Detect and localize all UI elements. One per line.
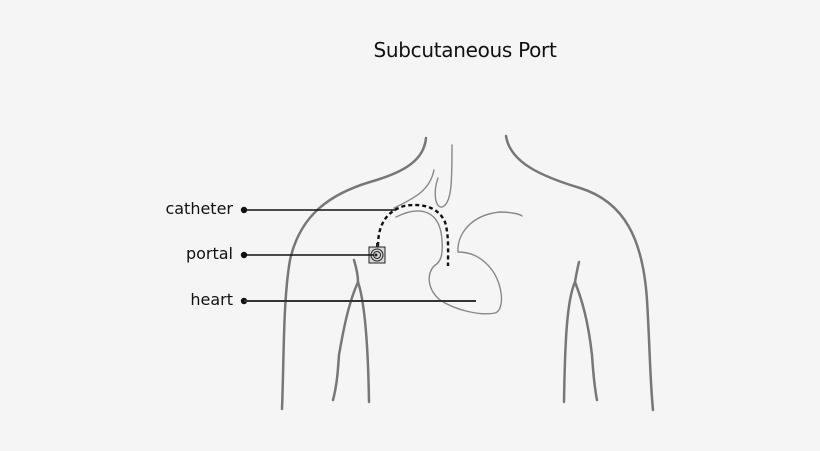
portal-device — [368, 243, 386, 264]
trachea — [434, 144, 453, 208]
vena-cava — [395, 210, 443, 301]
left-inner-arm — [352, 258, 371, 404]
label-heart: heart — [190, 290, 233, 309]
catheter-line — [376, 203, 450, 267]
organs — [393, 144, 523, 315]
left-torso-side — [331, 280, 360, 402]
leader-lines — [240, 206, 476, 305]
right-shoulder-outline — [504, 134, 655, 412]
heart-outline — [439, 211, 523, 315]
body-outline — [280, 134, 655, 412]
label-catheter: catheter — [165, 199, 233, 218]
right-inner-arm — [573, 280, 599, 402]
right-torso-side — [562, 260, 581, 404]
left-shoulder-outline — [280, 136, 428, 411]
diagram-title: Subcutaneous Port — [373, 38, 557, 62]
label-portal: portal — [185, 244, 233, 263]
subclavian-vein — [393, 169, 435, 209]
